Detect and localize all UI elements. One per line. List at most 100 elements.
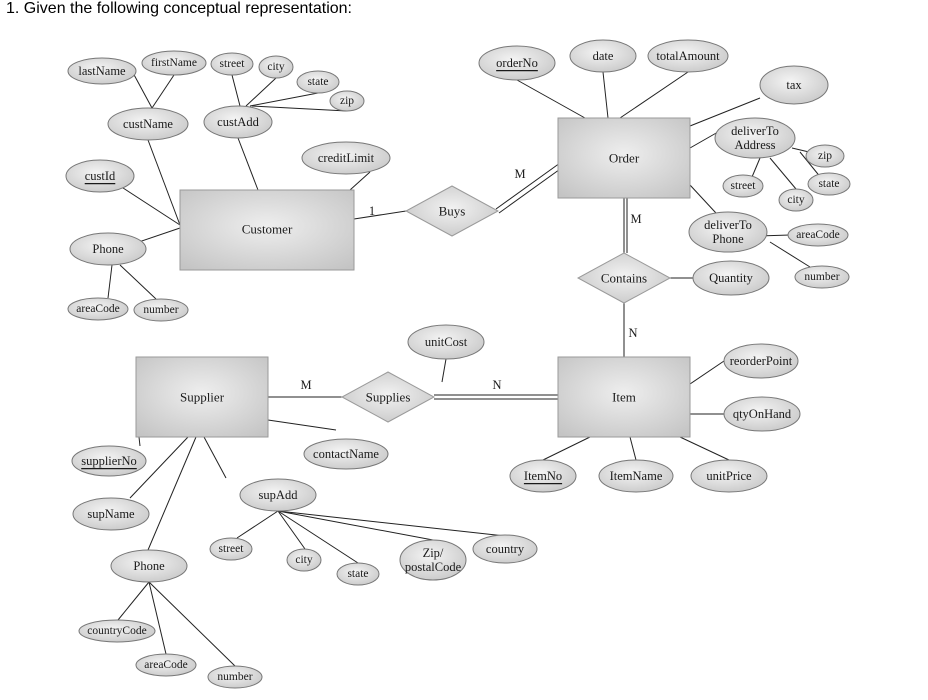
attribute-unit-price-ellipse bbox=[690, 459, 768, 493]
attribute-sup-street-ellipse bbox=[209, 537, 253, 561]
attribute-del-area-code-label: areaCode bbox=[796, 229, 839, 241]
attribute-sup-area-code-ellipse bbox=[135, 653, 197, 677]
attribute-cust-zip: zip bbox=[329, 90, 365, 112]
attribute-supplier-no: supplierNo bbox=[71, 445, 147, 477]
attribute-sup-phone-label: Phone bbox=[133, 559, 165, 573]
attribute-del-city-ellipse bbox=[778, 188, 814, 212]
entity-customer-box bbox=[179, 189, 355, 271]
attribute-cust-number: number bbox=[133, 298, 189, 322]
attribute-cust-add-label: custAdd bbox=[217, 115, 259, 129]
connector-line-11 bbox=[107, 264, 113, 299]
connector-line-0 bbox=[131, 70, 153, 109]
attribute-credit-limit-ellipse bbox=[301, 141, 391, 175]
relationship-buys-diamond bbox=[404, 185, 500, 237]
attribute-item-no-ellipse bbox=[509, 459, 577, 493]
attribute-sup-city: city bbox=[286, 548, 322, 572]
attribute-sup-name-label: supName bbox=[87, 507, 135, 521]
cardinality-supplies-item: N bbox=[492, 378, 501, 392]
attribute-first-name: firstName bbox=[141, 50, 207, 76]
attribute-cust-number-ellipse bbox=[133, 298, 189, 322]
attribute-cust-city-ellipse bbox=[258, 55, 294, 79]
attribute-deliver-to-address-ellipse bbox=[714, 117, 796, 159]
attribute-order-no: orderNo bbox=[478, 45, 556, 81]
relationship-contains: Contains bbox=[576, 252, 672, 304]
relationship-supplies-label: Supplies bbox=[366, 390, 411, 405]
attribute-last-name-label: lastName bbox=[78, 64, 126, 78]
attribute-del-zip: zip bbox=[805, 144, 845, 168]
connector-line-40 bbox=[148, 581, 167, 655]
attribute-del-street: street bbox=[722, 174, 764, 198]
attribute-tax-label: tax bbox=[786, 78, 802, 92]
attribute-quantity-label: Quantity bbox=[709, 271, 753, 285]
attribute-first-name-label: firstName bbox=[151, 57, 197, 69]
attribute-deliver-to-phone-ellipse bbox=[688, 211, 768, 253]
attribute-sup-add-ellipse bbox=[239, 478, 317, 512]
attribute-cust-id-ellipse bbox=[65, 159, 135, 193]
attribute-unit-price-label: unitPrice bbox=[706, 469, 752, 483]
connector-line-35 bbox=[129, 436, 189, 499]
attribute-cust-number-label: number bbox=[143, 304, 178, 316]
attribute-zip-postal-label: Zip/postalCode bbox=[405, 546, 462, 574]
attribute-sup-phone: Phone bbox=[110, 549, 188, 583]
attribute-contact-name: contactName bbox=[303, 438, 389, 470]
attribute-del-number-label: number bbox=[804, 271, 839, 283]
attribute-item-no-label: ItemNo bbox=[524, 469, 562, 483]
attribute-item-name-ellipse bbox=[598, 459, 674, 493]
connector-line-15 bbox=[619, 71, 689, 119]
attribute-item-name-label: ItemName bbox=[610, 469, 663, 483]
attribute-del-state-label: state bbox=[818, 178, 839, 190]
attribute-sup-name: supName bbox=[72, 497, 150, 531]
attribute-date-label: date bbox=[593, 49, 614, 63]
attribute-sup-add: supAdd bbox=[239, 478, 317, 512]
attribute-sup-area-code: areaCode bbox=[135, 653, 197, 677]
connector-line-5 bbox=[251, 105, 348, 112]
attribute-supplier-no-ellipse bbox=[71, 445, 147, 477]
cardinality-buys-customer: 1 bbox=[369, 204, 375, 218]
attribute-del-state-ellipse bbox=[807, 172, 851, 196]
connector-line-20 bbox=[751, 157, 761, 178]
connector-line-37 bbox=[203, 436, 227, 479]
attribute-sup-number-ellipse bbox=[207, 665, 263, 689]
cardinality-buys-order: M bbox=[514, 167, 525, 181]
connector-line-9 bbox=[349, 171, 371, 191]
attribute-zip-postal: Zip/postalCode bbox=[399, 539, 467, 581]
attribute-cust-city: city bbox=[258, 55, 294, 79]
cardinality-contains-order: M bbox=[630, 212, 641, 226]
entity-item: Item bbox=[557, 356, 691, 438]
connector-line-45 bbox=[277, 510, 434, 541]
attribute-sup-city-ellipse bbox=[286, 548, 322, 572]
attribute-date: date bbox=[569, 39, 637, 73]
attribute-sup-state-label: state bbox=[347, 568, 368, 580]
attribute-sup-state-ellipse bbox=[336, 562, 380, 586]
attribute-cust-street-label: street bbox=[220, 58, 246, 70]
connector-line-6 bbox=[147, 139, 181, 226]
attribute-cust-area-code: areaCode bbox=[67, 297, 129, 321]
attribute-del-city-label: city bbox=[787, 194, 804, 206]
attribute-unit-cost-ellipse bbox=[407, 324, 485, 360]
connector-lines bbox=[107, 70, 827, 667]
connector-line-3 bbox=[245, 77, 277, 107]
connector-line-33 bbox=[679, 436, 730, 461]
attribute-order-no-label: orderNo bbox=[496, 56, 538, 70]
connector-line-2 bbox=[231, 74, 241, 107]
attribute-cust-phone-label: Phone bbox=[92, 242, 124, 256]
attribute-country-code-ellipse bbox=[78, 619, 156, 643]
connector-line-17 bbox=[689, 131, 719, 149]
attribute-supplier-no-label: supplierNo bbox=[81, 454, 137, 468]
relationship-supplies-diamond bbox=[340, 371, 436, 423]
attribute-del-area-code-ellipse bbox=[787, 223, 849, 247]
connector-line-36 bbox=[147, 436, 197, 551]
connector-line-8 bbox=[119, 185, 181, 226]
connector-line-24 bbox=[769, 241, 811, 268]
attribute-qty-on-hand-label: qtyOnHand bbox=[733, 407, 792, 421]
attribute-reorder-point: reorderPoint bbox=[723, 343, 799, 379]
attribute-contact-name-label: contactName bbox=[313, 447, 379, 461]
attribute-cust-state: state bbox=[296, 70, 340, 94]
relationship-contains-diamond bbox=[576, 252, 672, 304]
relationship-buys: Buys bbox=[404, 185, 500, 237]
entity-customer-label: Customer bbox=[242, 222, 293, 237]
attribute-credit-limit-label: creditLimit bbox=[318, 151, 375, 165]
